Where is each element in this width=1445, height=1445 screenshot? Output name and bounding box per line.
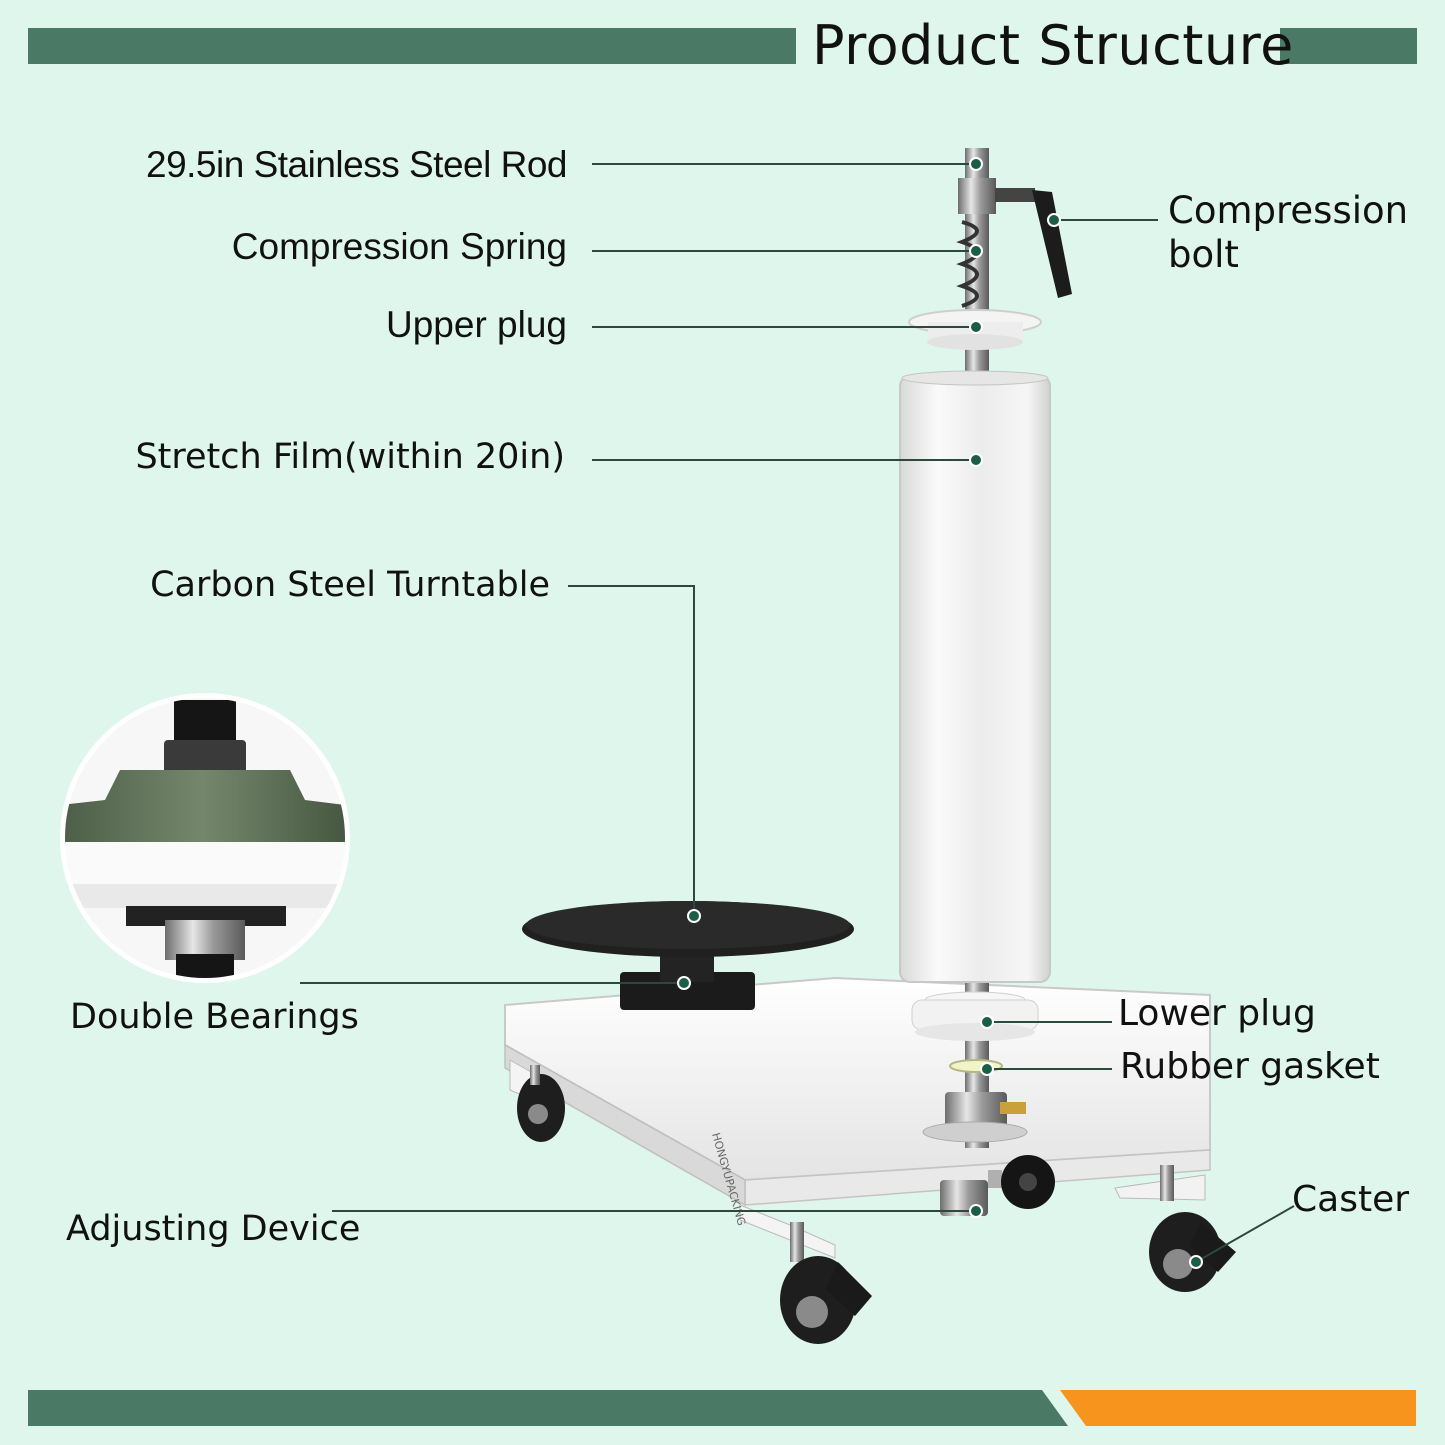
page-title: Product Structure	[812, 14, 1294, 77]
label-bolt-line2: bolt	[1168, 233, 1239, 276]
dot-bolt	[1047, 213, 1061, 227]
footer-bar-green	[28, 1390, 1068, 1426]
dot-adjusting	[969, 1204, 983, 1218]
label-turntable: Carbon Steel Turntable	[150, 565, 550, 605]
compression-spring	[956, 220, 979, 308]
bearing-zoom-inset	[60, 693, 350, 983]
caster-front-left	[780, 1222, 872, 1344]
label-film: Stretch Film(within 20in)	[135, 437, 565, 477]
brass-fitting	[1000, 1102, 1026, 1114]
dot-caster	[1189, 1255, 1203, 1269]
label-rod: 29.5in Stainless Steel Rod	[146, 144, 568, 185]
label-caster: Caster	[1292, 1179, 1410, 1220]
rod-collar	[958, 178, 996, 214]
label-spring: Compression Spring	[231, 226, 567, 267]
lower-plug	[911, 991, 1039, 1041]
base-platform	[504, 976, 1211, 1259]
dot-bearings	[677, 976, 691, 990]
footer-bar-orange	[1060, 1390, 1416, 1426]
dot-film	[969, 453, 983, 467]
dot-rod	[969, 157, 983, 171]
label-gasket: Rubber gasket	[1120, 1046, 1380, 1087]
stretch-film-roll	[899, 370, 1051, 983]
marker-dots	[677, 157, 1203, 1269]
leader-lines	[300, 163, 1295, 1263]
rod-base-flange	[922, 1121, 1028, 1143]
dot-turntable	[687, 909, 701, 923]
label-lower-plug: Lower plug	[1118, 993, 1316, 1034]
label-upper-plug: Upper plug	[385, 304, 567, 345]
header-bar-left	[28, 28, 796, 64]
dot-lower-plug	[980, 1015, 994, 1029]
caster-back-left	[517, 1065, 565, 1142]
header-bar-right	[1280, 28, 1417, 64]
label-bolt-line1: Compression	[1168, 189, 1409, 232]
rubber-gasket	[949, 1059, 1003, 1073]
label-adjusting: Adjusting Device	[66, 1209, 361, 1249]
dot-gasket	[980, 1062, 994, 1076]
dot-upper-plug	[969, 320, 983, 334]
caster-front-right	[1149, 1165, 1236, 1292]
dot-spring	[969, 244, 983, 258]
label-bearings: Double Bearings	[70, 997, 359, 1037]
turntable	[522, 901, 854, 1010]
compression-bolt	[995, 188, 1072, 298]
